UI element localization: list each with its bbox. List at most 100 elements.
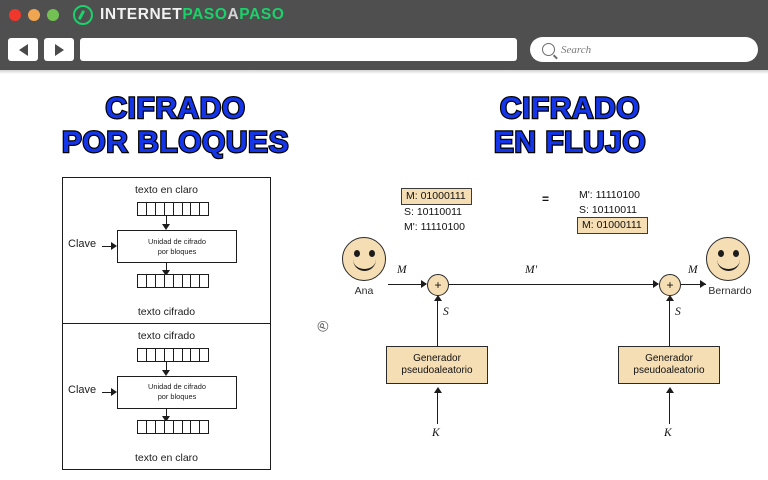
logo-text-a: A bbox=[227, 6, 240, 23]
heading-left-line1: CIFRADO bbox=[104, 91, 246, 126]
decrypt-key-line bbox=[102, 391, 113, 393]
xor-symbol: + bbox=[666, 278, 674, 292]
decrypt-input-label: texto cifrado bbox=[137, 329, 196, 342]
heading-left-line2: POR BLOQUES bbox=[61, 125, 290, 160]
right-keystream-label: S bbox=[675, 306, 681, 318]
logo-text-paso1: PASO bbox=[182, 6, 228, 23]
block-cell bbox=[199, 419, 210, 434]
left-key-label: K bbox=[432, 427, 440, 439]
right-keystream-arrowhead bbox=[666, 295, 674, 301]
sender-name-label: Ana bbox=[354, 285, 374, 297]
encrypt-arrow-in-head bbox=[162, 224, 170, 230]
xor-gate-right: + bbox=[659, 274, 681, 296]
left-keystream-arrowhead bbox=[434, 295, 442, 301]
decrypt-key-arrow-head bbox=[111, 387, 117, 396]
left-key-line bbox=[437, 392, 439, 424]
logo-text-paso2: PASO bbox=[239, 6, 285, 23]
decrypt-unit-box: Unidad de cifrado por bloques bbox=[117, 375, 237, 409]
left-keystream-line bbox=[437, 300, 439, 348]
left-mprime-value: M': 11110100 bbox=[404, 221, 465, 233]
ciphertext-arrowhead bbox=[653, 280, 659, 288]
left-key-arrowhead bbox=[434, 387, 442, 393]
right-key-label: K bbox=[664, 427, 672, 439]
minimize-window-dot[interactable] bbox=[28, 9, 40, 21]
block-cipher-diagram: texto en claro Clave Unidad de cifrado p… bbox=[62, 177, 271, 470]
right-key-line bbox=[669, 392, 671, 424]
encrypt-key-line bbox=[102, 246, 113, 248]
browser-navbar: Search bbox=[0, 30, 768, 70]
encrypt-arrow-out-head bbox=[162, 270, 170, 276]
ana-to-xor-line bbox=[388, 284, 426, 286]
equality-symbol: = bbox=[542, 192, 550, 206]
logo-wordmark: INTERNETPASOAPASO bbox=[100, 6, 284, 24]
block-cell bbox=[199, 202, 210, 216]
right-pseudorandom-generator: Generador pseudoaleatorio bbox=[618, 346, 720, 384]
maximize-window-dot[interactable] bbox=[47, 9, 59, 21]
left-generator-line2: pseudoaleatorio bbox=[401, 365, 473, 376]
xor-symbol: + bbox=[434, 278, 442, 292]
logo-text-internet: INTERNET bbox=[100, 6, 183, 23]
mouth bbox=[353, 256, 376, 271]
right-generator-line2: pseudoaleatorio bbox=[633, 365, 705, 376]
right-mprime-value: M': 11110100 bbox=[579, 189, 640, 201]
search-field[interactable]: Search bbox=[530, 37, 758, 62]
eye-left bbox=[718, 250, 724, 257]
signal-mprime-label: M' bbox=[525, 264, 538, 276]
back-arrow-icon bbox=[18, 43, 28, 56]
forward-button[interactable] bbox=[44, 38, 74, 61]
heading-stream-cipher: CIFRADO EN FLUJO bbox=[420, 91, 720, 160]
search-icon bbox=[542, 43, 555, 56]
browser-titlebar: INTERNETPASOAPASO bbox=[0, 0, 768, 30]
encrypt-key-arrow-head bbox=[111, 242, 117, 250]
heading-right-line1: CIFRADO bbox=[499, 91, 641, 126]
left-s-value: S: 10110011 bbox=[404, 206, 462, 218]
signal-m-in-label: M bbox=[397, 264, 407, 276]
right-s-value: S: 10110011 bbox=[579, 204, 637, 216]
encrypt-unit-line1: Unidad de cifrado bbox=[148, 236, 206, 246]
encrypt-output-blocks bbox=[137, 274, 210, 288]
left-keystream-label: S bbox=[443, 306, 449, 318]
xor-to-bernardo-arrowhead bbox=[700, 280, 706, 288]
encrypt-arrow-out-line bbox=[166, 263, 168, 274]
right-generator-line1: Generador bbox=[645, 353, 693, 364]
decrypt-unit-line2: por bloques bbox=[157, 392, 197, 401]
bernardo-smiley-face-icon bbox=[706, 237, 750, 281]
xor-to-bernardo-line bbox=[681, 284, 706, 286]
forward-arrow-icon bbox=[54, 43, 64, 56]
close-window-dot[interactable] bbox=[9, 9, 21, 21]
left-generator-line1: Generador bbox=[413, 353, 461, 364]
site-logo: INTERNETPASOAPASO bbox=[73, 5, 284, 25]
eye-right bbox=[733, 250, 739, 257]
right-keystream-line bbox=[669, 300, 671, 348]
eye-left bbox=[354, 250, 360, 257]
left-pseudorandom-generator: Generador pseudoaleatorio bbox=[386, 346, 488, 384]
ciphertext-channel-line bbox=[449, 284, 658, 286]
encrypt-unit-line2: por bloques bbox=[157, 246, 197, 256]
decrypt-arrow-out-line bbox=[166, 408, 168, 420]
mouth bbox=[717, 256, 740, 271]
back-button[interactable] bbox=[8, 38, 38, 61]
decrypt-arrow-out-head bbox=[162, 415, 170, 422]
heading-right-line2: EN FLUJO bbox=[493, 125, 647, 160]
decrypt-output-blocks bbox=[137, 419, 210, 434]
block-cipher-decrypt-panel: texto cifrado Clave Unidad de cifrado po… bbox=[63, 324, 270, 470]
block-cell bbox=[199, 347, 210, 362]
eye-right bbox=[369, 250, 375, 257]
ana-smiley-face-icon bbox=[342, 237, 386, 281]
encrypt-unit-box: Unidad de cifrado por bloques bbox=[117, 230, 237, 263]
encrypt-arrow-in-line bbox=[166, 216, 168, 226]
decrypt-unit-line1: Unidad de cifrado bbox=[148, 382, 206, 391]
encrypt-input-blocks bbox=[137, 202, 210, 216]
receiver-name-label: Bernardo bbox=[708, 285, 752, 297]
decrypt-arrow-in-line bbox=[166, 361, 168, 372]
search-placeholder: Search bbox=[561, 43, 592, 56]
url-input[interactable] bbox=[80, 38, 517, 61]
right-key-arrowhead bbox=[666, 387, 674, 393]
block-cipher-encrypt-panel: texto en claro Clave Unidad de cifrado p… bbox=[63, 178, 270, 324]
encrypt-input-label: texto en claro bbox=[134, 184, 199, 196]
window-controls bbox=[9, 9, 59, 21]
decrypt-input-blocks bbox=[137, 347, 210, 362]
chrome-shadow bbox=[0, 70, 768, 74]
signal-m-out-label: M bbox=[688, 264, 698, 276]
